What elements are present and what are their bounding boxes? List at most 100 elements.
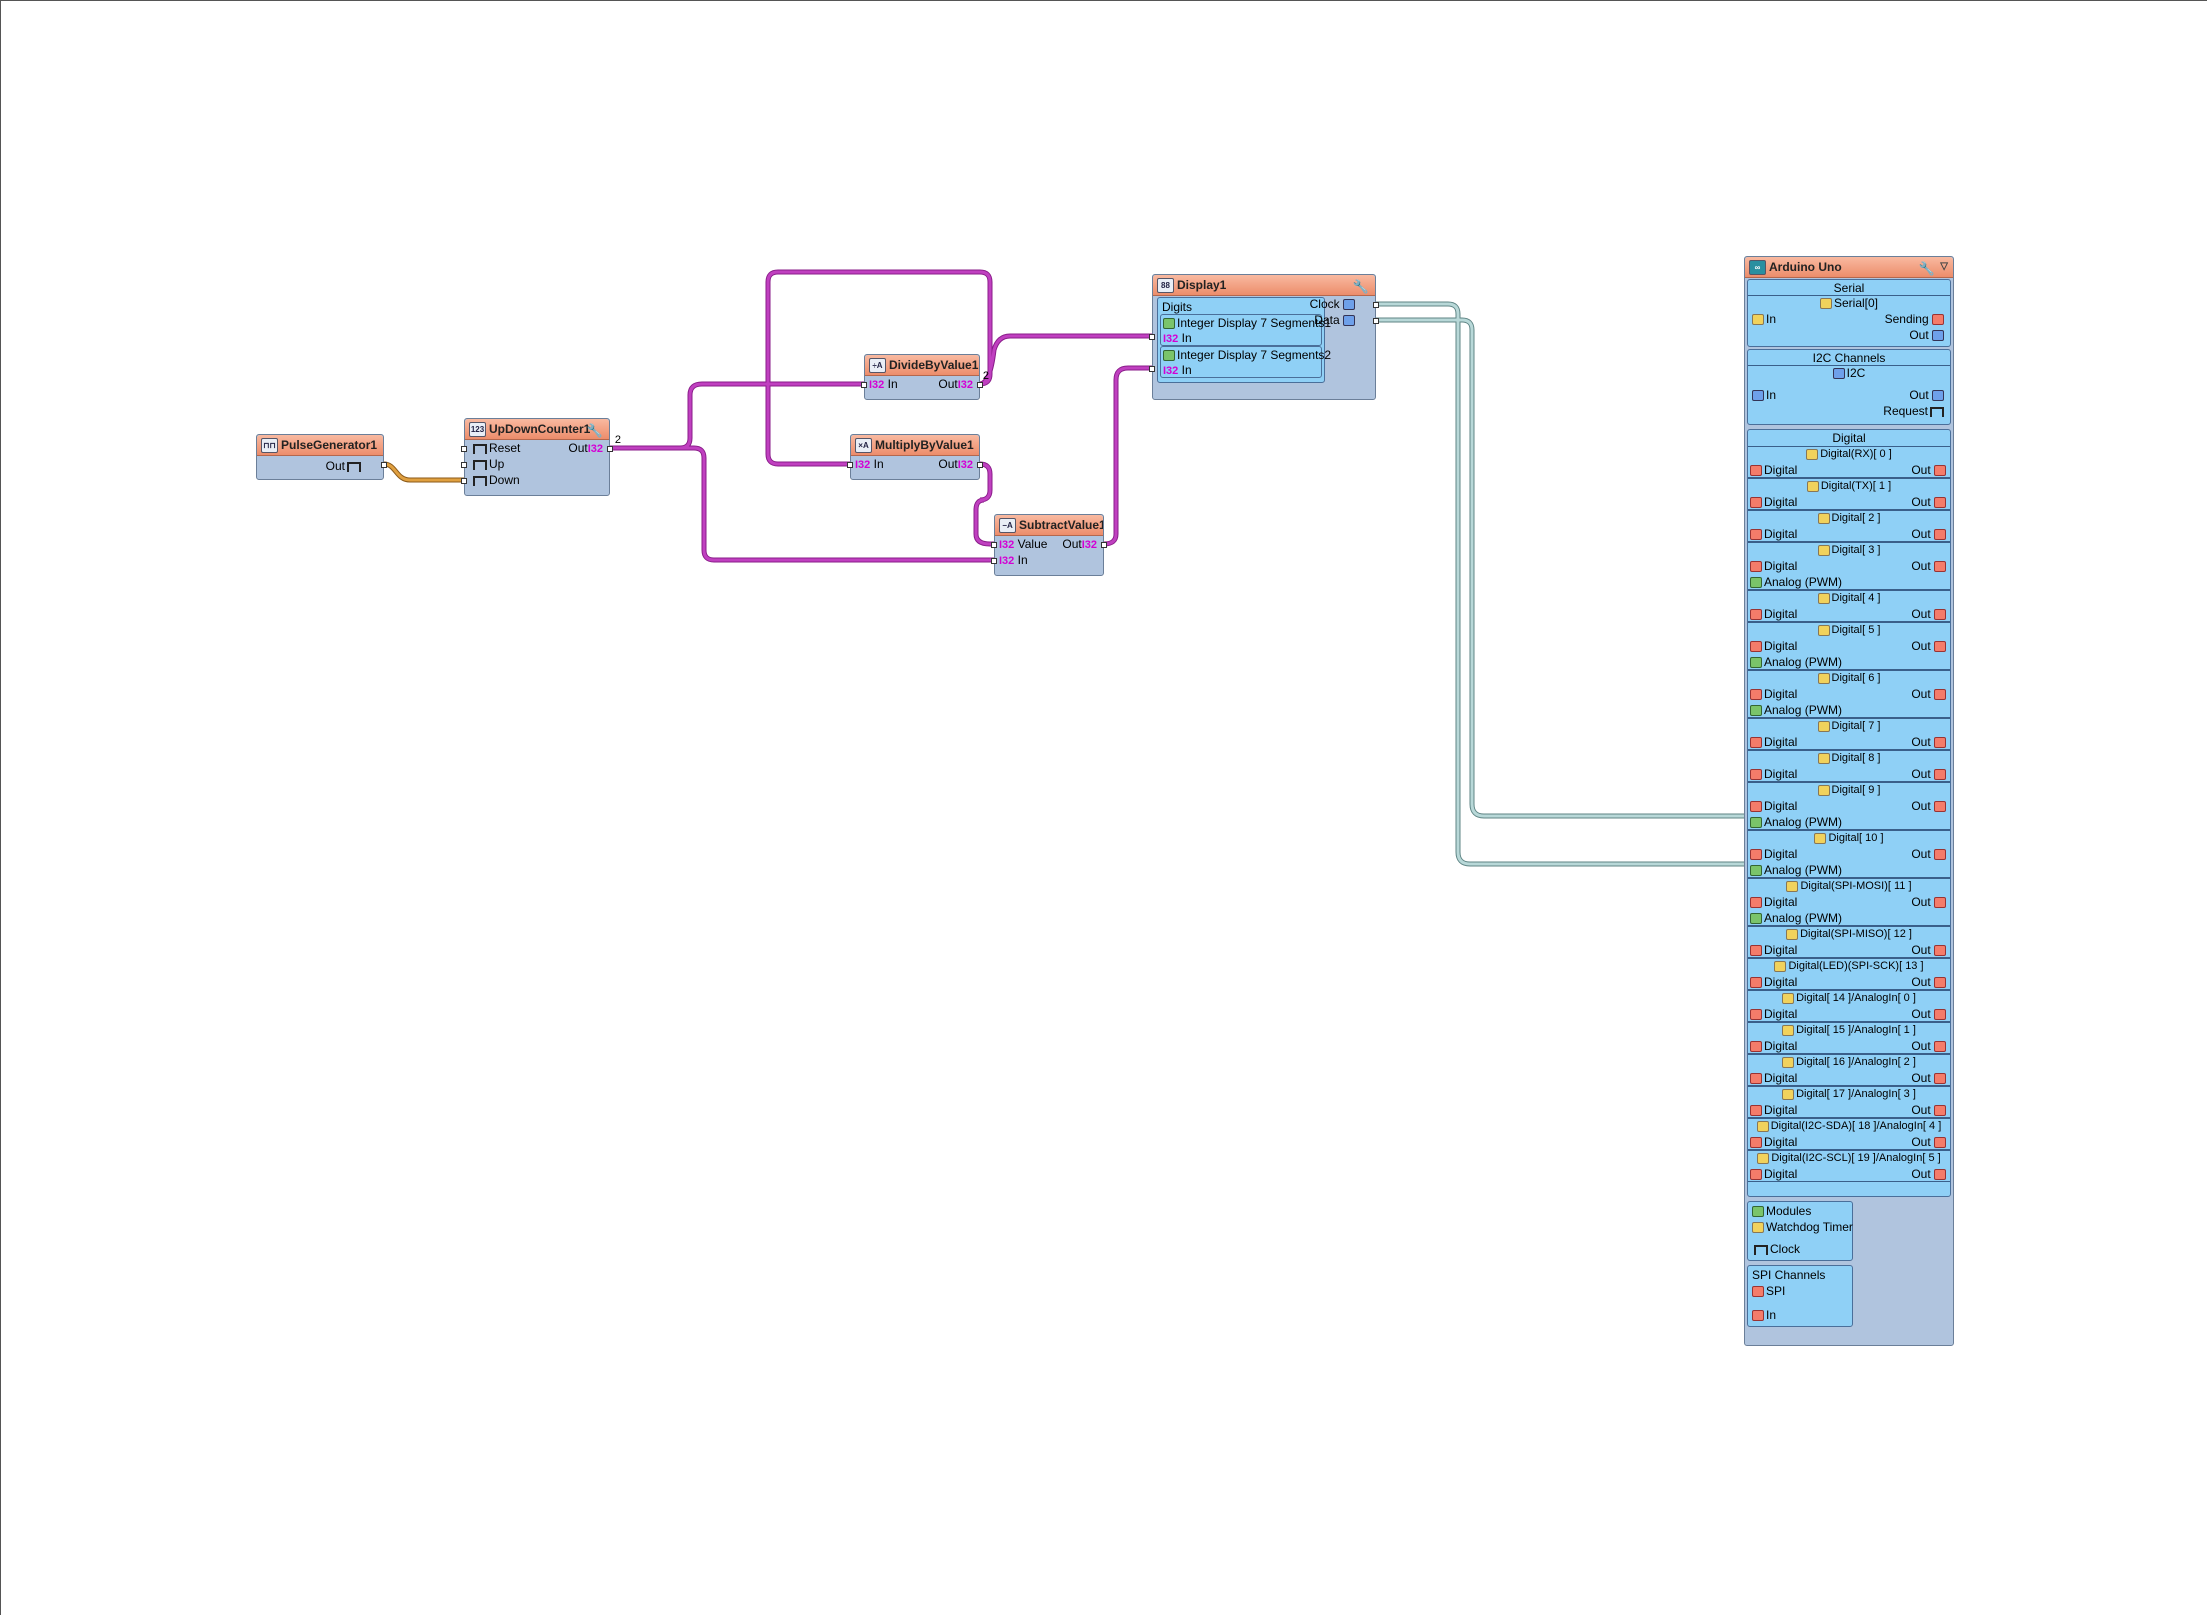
digital-channel-name: Digital[ 2 ] [1831, 512, 1881, 524]
serial-section-label: Serial [1833, 281, 1865, 295]
display-data-label: Data [1314, 313, 1340, 327]
arduino-uno-node[interactable]: ∞Arduino Uno🔧▽ Serial Serial[0] In Sendi… [1744, 256, 1954, 1346]
binary-pin-icon [1932, 390, 1944, 402]
digital-pin-icon [1750, 897, 1762, 909]
digital-in-pin: Digital [1750, 495, 1797, 509]
pulse-generator-header[interactable]: ⊓⊓PulseGenerator1 [257, 435, 383, 456]
i2c-out-label: Out [1909, 388, 1929, 402]
channel-icon [1782, 1056, 1795, 1068]
segment-icon [1163, 350, 1175, 362]
clock-pin-icon [473, 443, 487, 454]
segment1-element[interactable]: Integer Display 7 Segments1 I32 In [1160, 314, 1331, 346]
channel-icon [1817, 624, 1830, 636]
counter-out-port[interactable] [607, 446, 613, 452]
analog-pwm-pin: Analog (PWM) [1750, 863, 1842, 877]
digital-pin-icon [1750, 801, 1762, 813]
segment2-in-label: In [1181, 363, 1192, 377]
counter-up-port[interactable] [461, 462, 467, 468]
digital-out-pin: Out [1911, 943, 1948, 957]
counter-down-port[interactable] [461, 478, 467, 484]
digital-pin-icon [1750, 849, 1762, 861]
digital-pin-icon [1750, 737, 1762, 749]
divide-in-label: In [887, 377, 898, 391]
divide-in-port[interactable] [861, 382, 867, 388]
digital-pin-icon [1934, 801, 1946, 813]
digital-channel-title: Digital[ 9 ] [1748, 783, 1950, 797]
segment2-element[interactable]: Integer Display 7 Segments2 I32 In [1160, 346, 1331, 378]
pulse-out-pin: Out [326, 459, 363, 473]
display-data-pin: Data [1314, 313, 1357, 327]
multiply-out-port[interactable] [977, 462, 983, 468]
pulse-out-port[interactable] [381, 462, 387, 468]
digital-pin-icon [1934, 529, 1946, 541]
display-digits-group: Digits Integer Display 7 Segments1 I32 I… [1157, 297, 1331, 383]
digital-channel-name: Digital[ 4 ] [1831, 592, 1881, 604]
digital-pin-icon [1932, 314, 1944, 326]
digital-channel-name: Digital(I2C-SDA)[ 18 ]/AnalogIn[ 4 ] [1770, 1120, 1942, 1132]
analog-pin-icon [1750, 865, 1762, 877]
segment1-in-port[interactable] [1149, 334, 1155, 340]
digital-channel-title: Digital[ 6 ] [1748, 671, 1950, 685]
digital-pin-icon [1934, 1105, 1946, 1117]
arduino-header[interactable]: ∞Arduino Uno🔧▽ [1745, 257, 1953, 278]
digital-out-pin: Out [1911, 1103, 1948, 1117]
wrench-icon[interactable]: 🔧 [586, 423, 603, 438]
digital-in-label: Digital [1764, 767, 1798, 781]
segment2-in-port[interactable] [1149, 366, 1155, 372]
counter-out-label: Out [568, 441, 588, 455]
subtract-value-port[interactable] [991, 542, 997, 548]
i2c-request-pin: Request [1883, 404, 1946, 418]
multiply-in-port[interactable] [847, 462, 853, 468]
pulse-generator-node[interactable]: ⊓⊓PulseGenerator1 Out [256, 434, 387, 480]
updown-counter-title: UpDownCounter1 [489, 422, 591, 436]
digital-pin-icon [1750, 689, 1762, 701]
digital-channel-name: Digital(SPI-MOSI)[ 11 ] [1800, 880, 1912, 892]
digital-in-pin: Digital [1750, 463, 1797, 477]
digital-pin-icon [1750, 1009, 1762, 1021]
digital-pin-icon [1750, 465, 1762, 477]
counter-reset-port[interactable] [461, 446, 467, 452]
digital-in-pin: Digital [1750, 639, 1797, 653]
subtract-out-port[interactable] [1101, 542, 1107, 548]
arduino-icon: ∞ [1749, 260, 1766, 275]
digital-in-pin: Digital [1750, 559, 1797, 573]
subtract-in-port[interactable] [991, 558, 997, 564]
wrench-icon[interactable]: 🔧 [1352, 279, 1369, 294]
wrench-icon[interactable]: 🔧 [1918, 261, 1935, 276]
display-data-port[interactable] [1373, 318, 1379, 324]
counter-up-pin: Up [471, 457, 504, 471]
pulse-generator-icon: ⊓⊓ [261, 438, 278, 453]
digital-out-pin: Out [1911, 767, 1948, 781]
analog-pwm-label: Analog (PWM) [1764, 703, 1843, 717]
channel-icon [1817, 752, 1830, 764]
analog-pin-icon [1750, 577, 1762, 589]
digital-channel-name: Digital(RX)[ 0 ] [1820, 448, 1892, 460]
digital-channel-title: Digital[ 2 ] [1748, 511, 1950, 525]
digital-out-label: Out [1911, 687, 1931, 701]
digital-pin-icon [1934, 737, 1946, 749]
divide-out-port[interactable] [977, 382, 983, 388]
counter-reset-label: Reset [489, 441, 521, 455]
binary-pin-icon [1932, 330, 1944, 342]
digital-channel-title: Digital[ 14 ]/AnalogIn[ 0 ] [1748, 991, 1950, 1005]
channel-icon [1817, 720, 1830, 732]
digital-channel-title: Digital(RX)[ 0 ] [1748, 447, 1950, 461]
display-clock-port[interactable] [1373, 302, 1379, 308]
subtract-in-type: I32 [999, 555, 1015, 567]
chevron-down-icon[interactable]: ▽ [1940, 261, 1948, 272]
multiply-title: MultiplyByValue1 [875, 438, 974, 452]
digital-pin-icon [1750, 641, 1762, 653]
analog-pin-icon [1750, 705, 1762, 717]
